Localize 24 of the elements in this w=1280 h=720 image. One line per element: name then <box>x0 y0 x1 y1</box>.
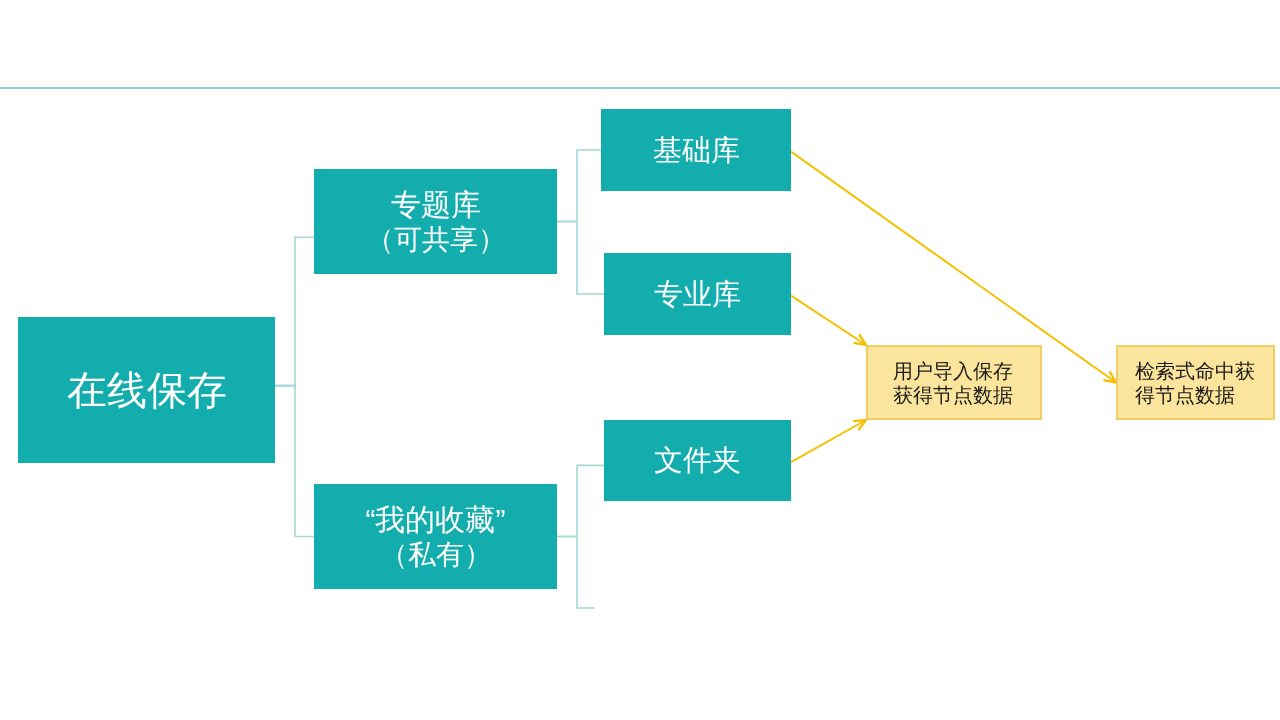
box-label: 在线保存 <box>66 367 227 414</box>
category-box <box>604 420 791 501</box>
arrow <box>790 418 868 464</box>
box-label: 基础库 <box>652 132 740 168</box>
connector-line <box>556 535 596 609</box>
category-box <box>601 109 791 191</box>
box-label: 文件夹 <box>654 443 741 478</box>
category-box <box>314 484 557 589</box>
connector-line <box>556 220 605 295</box>
category-box <box>18 317 275 463</box>
category-box <box>314 169 557 274</box>
box-label: 检索式命中获得节点数据 <box>1134 358 1256 407</box>
box-label: 专题库 <box>390 186 481 223</box>
result-box <box>1116 345 1275 420</box>
arrow <box>790 294 868 347</box>
result-box <box>866 345 1042 420</box>
box-label: 用户导入保存获得节点数据 <box>893 358 1014 407</box>
box-label: “我的收藏” <box>365 501 506 538</box>
box-label: （可共享） <box>365 222 506 257</box>
arrow <box>790 150 1118 384</box>
box-label: 专业库 <box>654 276 741 312</box>
box-label: （私有） <box>379 537 492 572</box>
category-box <box>604 253 791 335</box>
connector-line <box>274 384 315 538</box>
